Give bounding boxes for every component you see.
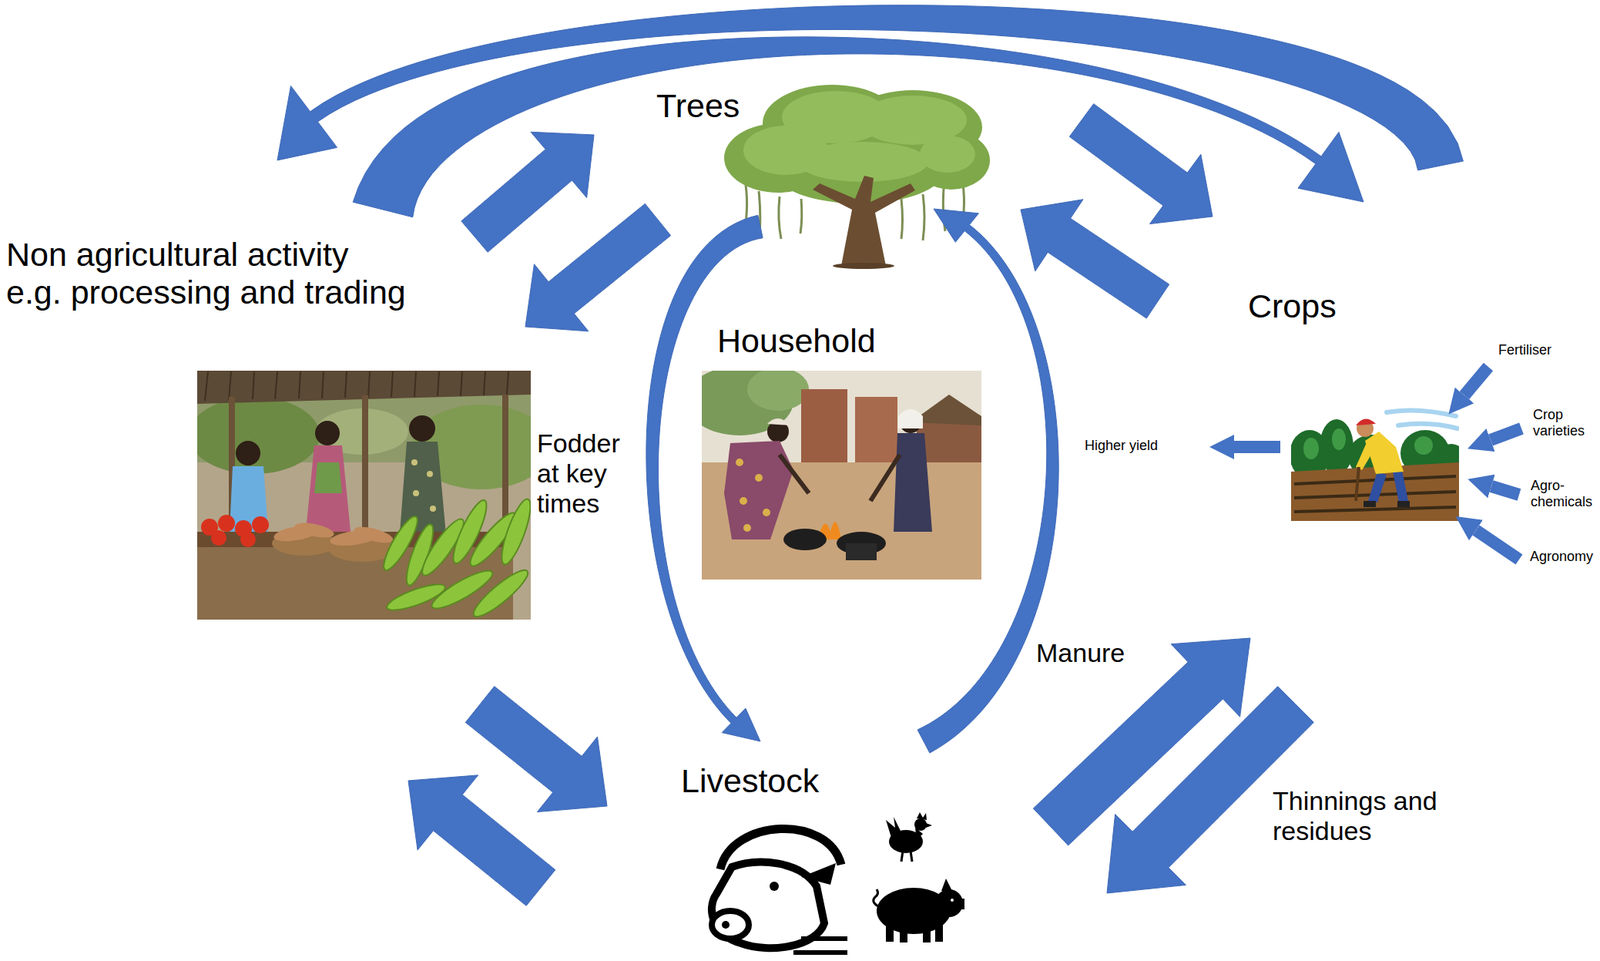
flow-arrow [525, 203, 671, 331]
activity-area: Non agricultural activity e.g. processin… [3, 231, 537, 624]
node-label: Crops [1247, 287, 1337, 326]
input-label: Higher yield [1084, 437, 1158, 454]
household-area: Household [697, 317, 987, 584]
flow-label: Fodder at key times [536, 428, 631, 519]
label-anchor: Agronomy [1529, 548, 1594, 565]
input-label: Fertiliser [1498, 342, 1552, 359]
input-label: Crop varieties [1532, 406, 1597, 439]
farmer-picture [1291, 409, 1460, 521]
livestock-area: Livestock [676, 758, 973, 958]
input-label: Agronomy [1529, 548, 1594, 565]
livestock-icons [711, 811, 965, 953]
flow-arrow [408, 774, 556, 906]
flow-arrow [1020, 199, 1170, 319]
label-anchor: Fertiliser [1498, 342, 1552, 359]
label-anchor: Fodder at key times [536, 428, 631, 519]
flow-label: Manure [1036, 637, 1125, 668]
household-photo [701, 370, 982, 580]
label-anchor: Higher yield [1084, 437, 1158, 454]
flow-arrow [465, 686, 608, 812]
node-label: Livestock [680, 761, 819, 800]
node-label: Household [717, 322, 876, 360]
flow-label: Thinnings and residues [1272, 785, 1452, 846]
label-anchor: Thinnings and residues [1272, 785, 1452, 846]
crops-area: Crops [1228, 173, 1464, 690]
flow-arrow [1069, 103, 1213, 225]
trees-area: Trees [650, 80, 998, 270]
market-photo [197, 370, 531, 620]
flow-arrow [646, 214, 763, 742]
tree-illustration [724, 84, 990, 269]
flow-arrow [917, 208, 1059, 753]
node-label: Trees [656, 87, 740, 125]
input-label: Agro-chemicals [1530, 477, 1597, 510]
input-arrows [1234, 366, 1522, 560]
node-label: Non agricultural activity e.g. processin… [6, 235, 410, 312]
flow-arrow [461, 131, 594, 252]
label-anchor: Crop varieties [1532, 406, 1597, 439]
label-anchor: Manure [1036, 637, 1125, 668]
label-anchor: Agro-chemicals [1530, 477, 1597, 510]
